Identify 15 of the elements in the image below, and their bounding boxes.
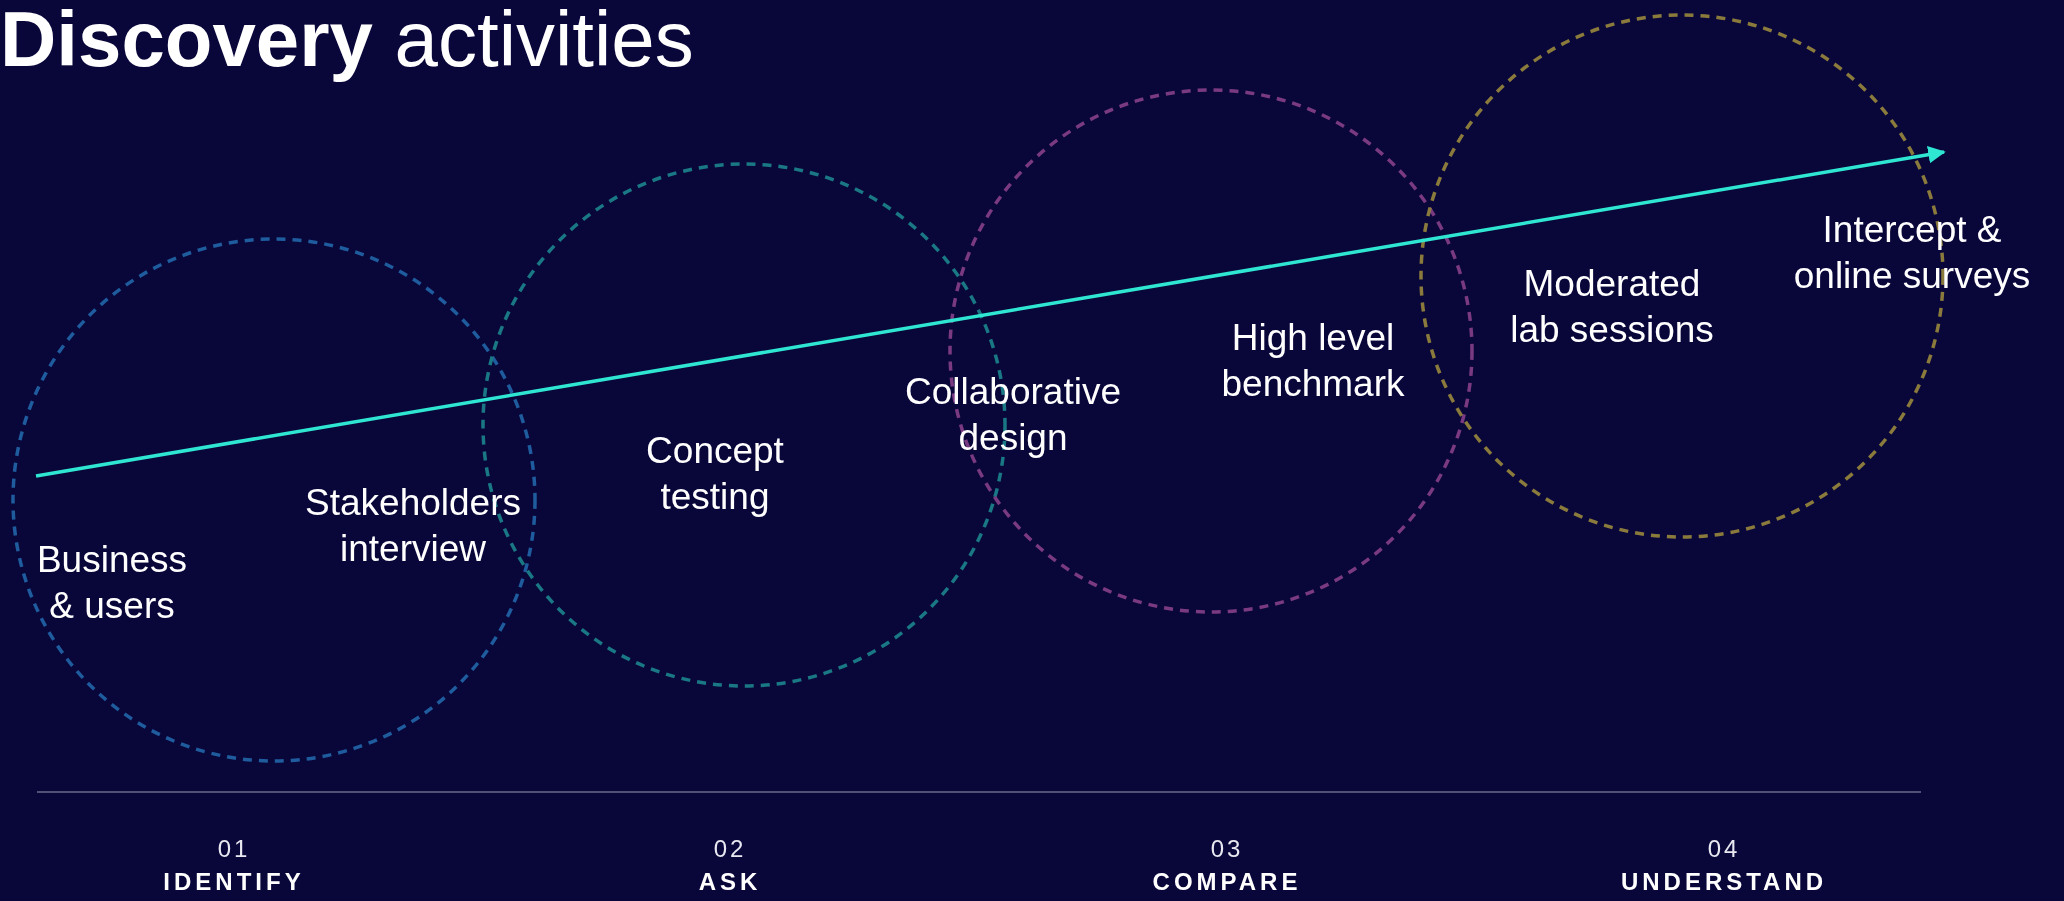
activity-label: High level benchmark (1220, 316, 1406, 406)
step-number: 02 (713, 835, 747, 863)
step-number: 04 (1707, 835, 1741, 863)
step-number: 01 (217, 835, 251, 863)
step-name: UNDERSTAND (1620, 868, 1828, 896)
step-number: 03 (1210, 835, 1244, 863)
step-name: IDENTIFY (163, 868, 305, 896)
activity-label: Moderated lab sessions (1509, 262, 1715, 352)
step-name: ASK (698, 868, 762, 896)
activity-label: Collaborative design (904, 370, 1122, 460)
step-name: COMPARE (1152, 868, 1302, 896)
activity-label: Intercept & online surveys (1792, 208, 2032, 298)
activity-label: Business & users (35, 538, 189, 628)
activity-label: Concept testing (645, 429, 785, 519)
activity-label: Stakeholders interview (304, 481, 522, 571)
